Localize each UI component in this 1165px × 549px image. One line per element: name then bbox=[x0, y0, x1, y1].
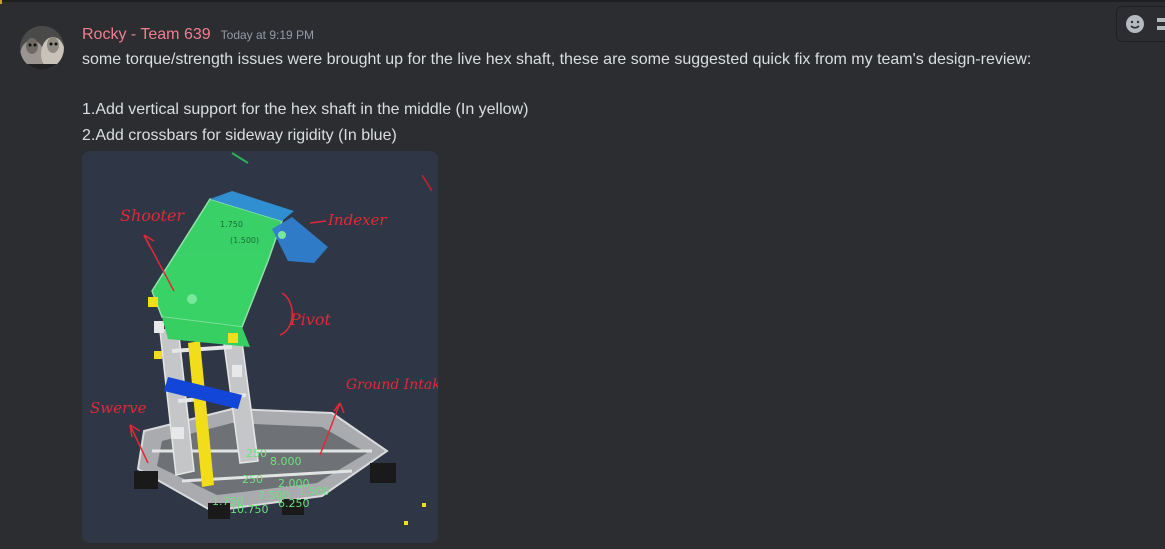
annotation-ground-intake: Ground Intake bbox=[346, 377, 438, 393]
blue-crossbar bbox=[164, 377, 242, 409]
message-line: some torque/strength issues were brought… bbox=[82, 51, 1032, 68]
username[interactable]: Rocky - Team 639 bbox=[82, 26, 211, 43]
add-reaction-button[interactable] bbox=[1123, 12, 1147, 36]
message-line: 1.Add vertical support for the hex shaft… bbox=[82, 101, 529, 118]
chat-message[interactable]: Rocky - Team 639 Today at 9:19 PM some t… bbox=[0, 14, 1165, 549]
svg-text:10.750: 10.750 bbox=[230, 503, 269, 516]
annotations: Shooter Indexer Pivot Swerve Ground Inta… bbox=[90, 206, 438, 417]
message-header: Rocky - Team 639 Today at 9:19 PM bbox=[82, 26, 314, 48]
svg-text:1.750: 1.750 bbox=[212, 495, 244, 508]
timestamp[interactable]: Today at 9:19 PM bbox=[220, 28, 315, 42]
svg-text:8.000: 8.000 bbox=[270, 455, 302, 468]
svg-text:250: 250 bbox=[246, 447, 267, 460]
image-attachment[interactable]: 1.750 (1.500) 250 8.000 250 2.000 7.500 … bbox=[82, 151, 438, 543]
annotation-indexer: Indexer bbox=[327, 211, 387, 229]
yellow-support bbox=[188, 341, 214, 487]
svg-text:1.750: 1.750 bbox=[220, 220, 243, 229]
svg-text:1.500: 1.500 bbox=[298, 485, 330, 498]
svg-text:2.000: 2.000 bbox=[278, 477, 310, 490]
svg-text:250: 250 bbox=[242, 473, 263, 486]
avatar[interactable] bbox=[20, 26, 64, 70]
annotation-swerve: Swerve bbox=[90, 399, 147, 417]
svg-text:7.500: 7.500 bbox=[258, 489, 290, 502]
message-line: 2.Add crossbars for sideway rigidity (In… bbox=[82, 127, 397, 144]
message-toolbar bbox=[1116, 6, 1165, 42]
overflow-icon bbox=[1157, 18, 1165, 30]
avatar-image bbox=[20, 26, 64, 70]
more-options-button[interactable] bbox=[1153, 12, 1165, 36]
annotation-pivot: Pivot bbox=[289, 310, 332, 329]
cad-dimensions: 250 8.000 250 2.000 7.500 1.500 6.250 10… bbox=[212, 447, 330, 516]
unread-accent bbox=[0, 0, 2, 4]
svg-text:6.250: 6.250 bbox=[278, 497, 310, 510]
svg-text:(1.500): (1.500) bbox=[230, 236, 259, 245]
shooter-assembly: 1.750 (1.500) bbox=[148, 191, 328, 359]
cad-robot-image: 1.750 (1.500) 250 8.000 250 2.000 7.500 … bbox=[82, 151, 438, 543]
add-reaction-icon bbox=[1126, 15, 1144, 33]
annotation-shooter: Shooter bbox=[120, 206, 185, 225]
channel-top-border bbox=[0, 0, 1165, 2]
